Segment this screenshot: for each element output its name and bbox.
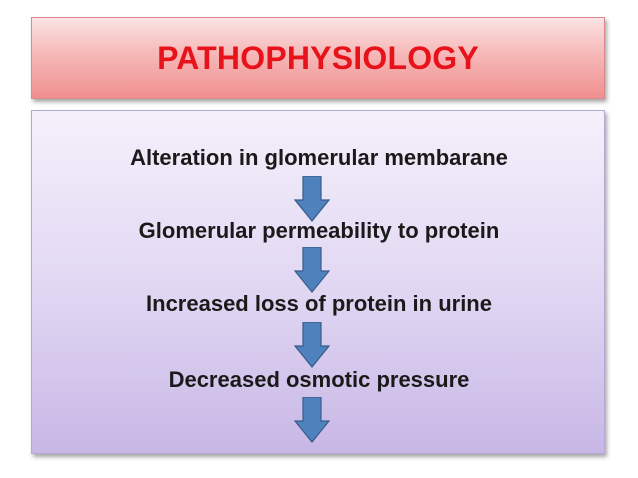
down-arrow-icon [294,322,330,368]
down-arrow-icon [294,176,330,222]
flow-step-4: Decreased osmotic pressure [168,367,470,392]
down-arrow-icon [294,397,330,443]
title-banner: PATHOPHYSIOLOGY [31,17,605,99]
slide-title: PATHOPHYSIOLOGY [157,39,479,76]
flow-step-1: Alteration in glomerular membarane [130,145,508,170]
flow-step-2: Glomerular permeability to protein [138,218,500,243]
down-arrow-icon [294,247,330,293]
flow-step-3: Increased loss of protein in urine [146,291,492,316]
